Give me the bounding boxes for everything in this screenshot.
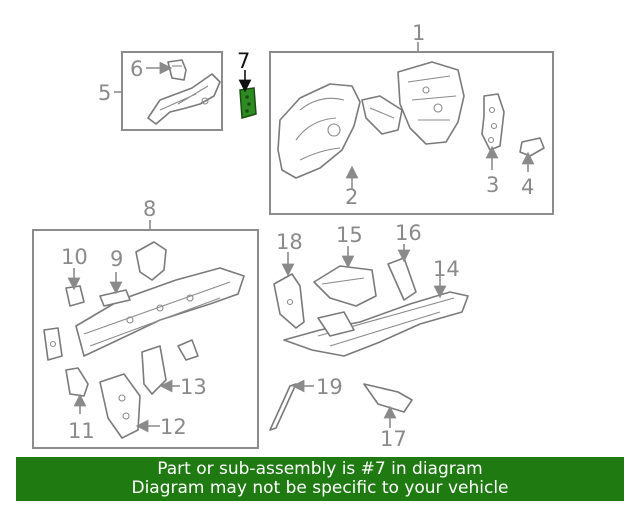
- callout-14: 14: [433, 257, 460, 281]
- part-10-clip[interactable]: [65, 285, 85, 307]
- callout-18: 18: [276, 230, 303, 254]
- group-box-8: [32, 229, 259, 449]
- callout-17: 17: [380, 427, 407, 451]
- callout-3: 3: [486, 173, 499, 197]
- part-17-bracket[interactable]: [363, 383, 413, 413]
- callout-9: 9: [110, 247, 123, 271]
- part-5-bracket[interactable]: [147, 73, 221, 125]
- callout-1: 1: [412, 21, 425, 45]
- callout-11: 11: [68, 419, 95, 443]
- callout-6: 6: [130, 57, 143, 81]
- callout-15: 15: [336, 223, 363, 247]
- banner-line-disclaimer: Diagram may not be specific to your vehi…: [131, 478, 509, 498]
- banner-line-part: Part or sub-assembly is #7 in diagram: [157, 459, 483, 479]
- part-8-upper-bracket[interactable]: [135, 241, 167, 281]
- callout-8: 8: [143, 197, 156, 221]
- part-19-rod[interactable]: [269, 383, 297, 431]
- group-box-1: [269, 51, 554, 215]
- callout-4: 4: [521, 175, 534, 199]
- part-6-clip[interactable]: [167, 59, 187, 81]
- part-8-frame-rail[interactable]: [75, 267, 245, 357]
- part-12-reinforcement[interactable]: [99, 373, 141, 439]
- info-banner: Part or sub-assembly is #7 in diagram Di…: [16, 457, 624, 501]
- callout-5: 5: [98, 81, 111, 105]
- part-4-tab[interactable]: [519, 137, 545, 157]
- part-13-bracket[interactable]: [141, 345, 167, 395]
- parts-diagram: 1 2 3 4 5 6 7 8 9 10 11 12 13 14 15 16 1…: [32, 21, 554, 451]
- callout-10: 10: [61, 245, 88, 269]
- part-8-small-bracket[interactable]: [177, 339, 199, 361]
- part-3-brace[interactable]: [481, 93, 505, 151]
- part-2-wheelhouse[interactable]: [277, 83, 361, 179]
- part-1-apron-bracket[interactable]: [361, 95, 403, 135]
- group-box-5: [121, 51, 223, 131]
- part-18-panel[interactable]: [273, 273, 305, 329]
- callout-13: 13: [180, 375, 207, 399]
- callout-19: 19: [316, 375, 343, 399]
- part-11-bracket[interactable]: [65, 367, 89, 397]
- callout-12: 12: [160, 415, 187, 439]
- callout-16: 16: [395, 221, 422, 245]
- part-1-upper-rail[interactable]: [397, 61, 465, 145]
- part-16-brace[interactable]: [387, 257, 417, 301]
- part-8-side-plate[interactable]: [43, 327, 63, 361]
- callout-7: 7: [237, 49, 250, 73]
- part-14-frame-rail[interactable]: [283, 291, 469, 357]
- callout-2: 2: [345, 185, 358, 209]
- part-15-bracket[interactable]: [313, 265, 377, 307]
- part-7-reinforcement[interactable]: [239, 87, 257, 119]
